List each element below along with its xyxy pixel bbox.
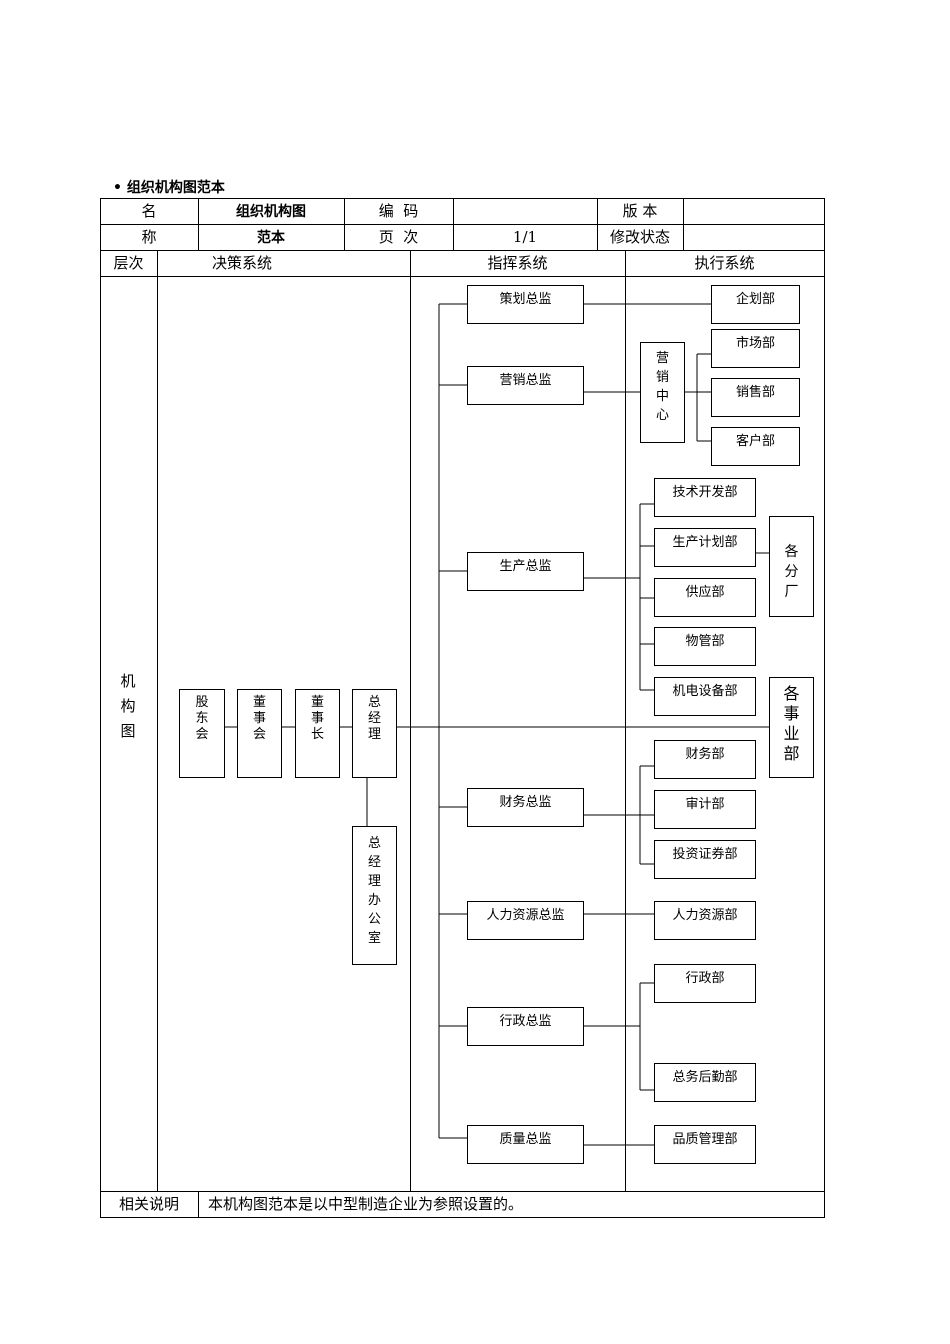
marketing-dept-box-2: 销售部	[711, 378, 800, 417]
decision-unit-4: 总经理	[352, 689, 397, 778]
code-label: 编 码	[378, 202, 419, 220]
footer-label: 相关说明	[118, 1195, 179, 1213]
production-dept-box-1: 技术开发部	[654, 478, 756, 517]
decision-unit-3-label: 董事长	[311, 695, 324, 742]
row-label-org-chart: 机构图	[120, 672, 136, 740]
hr-dept-box: 人力资源部	[654, 901, 756, 940]
planning-dept-box-label: 企划部	[736, 291, 775, 307]
production-dept-box-2-label: 生产计划部	[672, 535, 737, 550]
finance-dept-box-1-label: 财务部	[685, 746, 724, 762]
decision-unit-4-label: 总经理	[368, 695, 381, 742]
gm-office-box: 总经理办公室	[352, 826, 397, 965]
director-box-4: 财务总监	[467, 788, 584, 827]
production-dept-box-3: 供应部	[654, 578, 756, 617]
decision-unit-1: 股东会	[179, 689, 225, 778]
marketing-dept-box-1: 市场部	[711, 329, 800, 368]
production-dept-box-4: 物管部	[654, 627, 756, 666]
finance-dept-box-3: 投资证券部	[654, 840, 756, 879]
business-units-box-label: 各事业部	[783, 684, 799, 763]
gm-office-box-label: 总经理办公室	[368, 836, 381, 946]
column-level: 层次	[113, 254, 144, 272]
director-box-1: 策划总监	[467, 285, 584, 324]
decision-unit-1-label: 股东会	[195, 695, 208, 742]
admin-dept-box-2: 总务后勤部	[654, 1063, 756, 1102]
finance-dept-box-2: 审计部	[654, 790, 756, 829]
page-value: 1/1	[512, 228, 538, 246]
director-box-3: 生产总监	[467, 552, 584, 591]
director-box-1-label: 策划总监	[499, 291, 551, 307]
document-title: • 组织机构图范本	[113, 180, 225, 196]
decision-unit-2-label: 董事会	[253, 695, 266, 742]
production-dept-box-4-label: 物管部	[685, 634, 724, 649]
marketing-dept-box-1-label: 市场部	[736, 335, 775, 351]
director-box-5: 人力资源总监	[467, 901, 584, 940]
director-box-2: 营销总监	[467, 366, 584, 405]
finance-dept-box-1: 财务部	[654, 740, 756, 779]
page-label: 页 次	[378, 228, 419, 246]
marketing-dept-box-3-label: 客户部	[736, 433, 775, 449]
marketing-center-box-label: 营销中心	[656, 351, 669, 423]
finance-dept-box-3-label: 投资证券部	[672, 846, 737, 862]
name-value-line1: 组织机构图	[236, 204, 306, 220]
column-execution: 执行系统	[694, 254, 755, 272]
production-dept-box-5-label: 机电设备部	[672, 683, 737, 699]
quality-dept-box: 品质管理部	[654, 1125, 756, 1164]
director-box-7: 质量总监	[467, 1125, 584, 1164]
director-box-2-label: 营销总监	[499, 373, 551, 388]
quality-dept-box-label: 品质管理部	[672, 1132, 737, 1147]
decision-unit-3: 董事长	[295, 689, 340, 778]
finance-dept-box-2-label: 审计部	[685, 797, 724, 812]
hr-dept-box-label: 人力资源部	[672, 908, 737, 923]
planning-dept-box: 企划部	[711, 285, 800, 324]
branch-factories-box: 各分厂	[769, 516, 814, 617]
director-box-4-label: 财务总监	[499, 794, 551, 810]
director-box-6: 行政总监	[467, 1007, 584, 1046]
admin-dept-box-1-label: 行政部	[685, 971, 724, 986]
footer-text: 本机构图范本是以中型制造企业为参照设置的。	[208, 1195, 524, 1213]
branch-factories-box-label: 各分厂	[785, 544, 799, 600]
admin-dept-box-2-label: 总务后勤部	[672, 1069, 737, 1085]
production-dept-box-2: 生产计划部	[654, 528, 756, 567]
marketing-center-box: 营销中心	[640, 342, 685, 443]
name-label-line1: 名	[141, 202, 157, 220]
business-units-box: 各事业部	[769, 677, 814, 778]
name-label-line2: 称	[141, 228, 157, 246]
column-command: 指挥系统	[487, 254, 548, 272]
director-box-5-label: 人力资源总监	[486, 908, 564, 923]
marketing-dept-box-2-label: 销售部	[736, 384, 775, 400]
production-dept-box-3-label: 供应部	[685, 584, 724, 600]
production-dept-box-5: 机电设备部	[654, 677, 756, 716]
column-decision: 决策系统	[211, 254, 272, 272]
marketing-dept-box-3: 客户部	[711, 427, 800, 466]
admin-dept-box-1: 行政部	[654, 964, 756, 1003]
production-dept-box-1-label: 技术开发部	[672, 484, 737, 500]
name-value-line2: 范本	[257, 230, 285, 246]
version-label: 版 本	[622, 202, 658, 220]
director-box-3-label: 生产总监	[499, 559, 551, 574]
director-box-7-label: 质量总监	[499, 1132, 551, 1147]
revision-label: 修改状态	[609, 228, 670, 246]
decision-unit-2: 董事会	[237, 689, 282, 778]
director-box-6-label: 行政总监	[499, 1014, 551, 1029]
